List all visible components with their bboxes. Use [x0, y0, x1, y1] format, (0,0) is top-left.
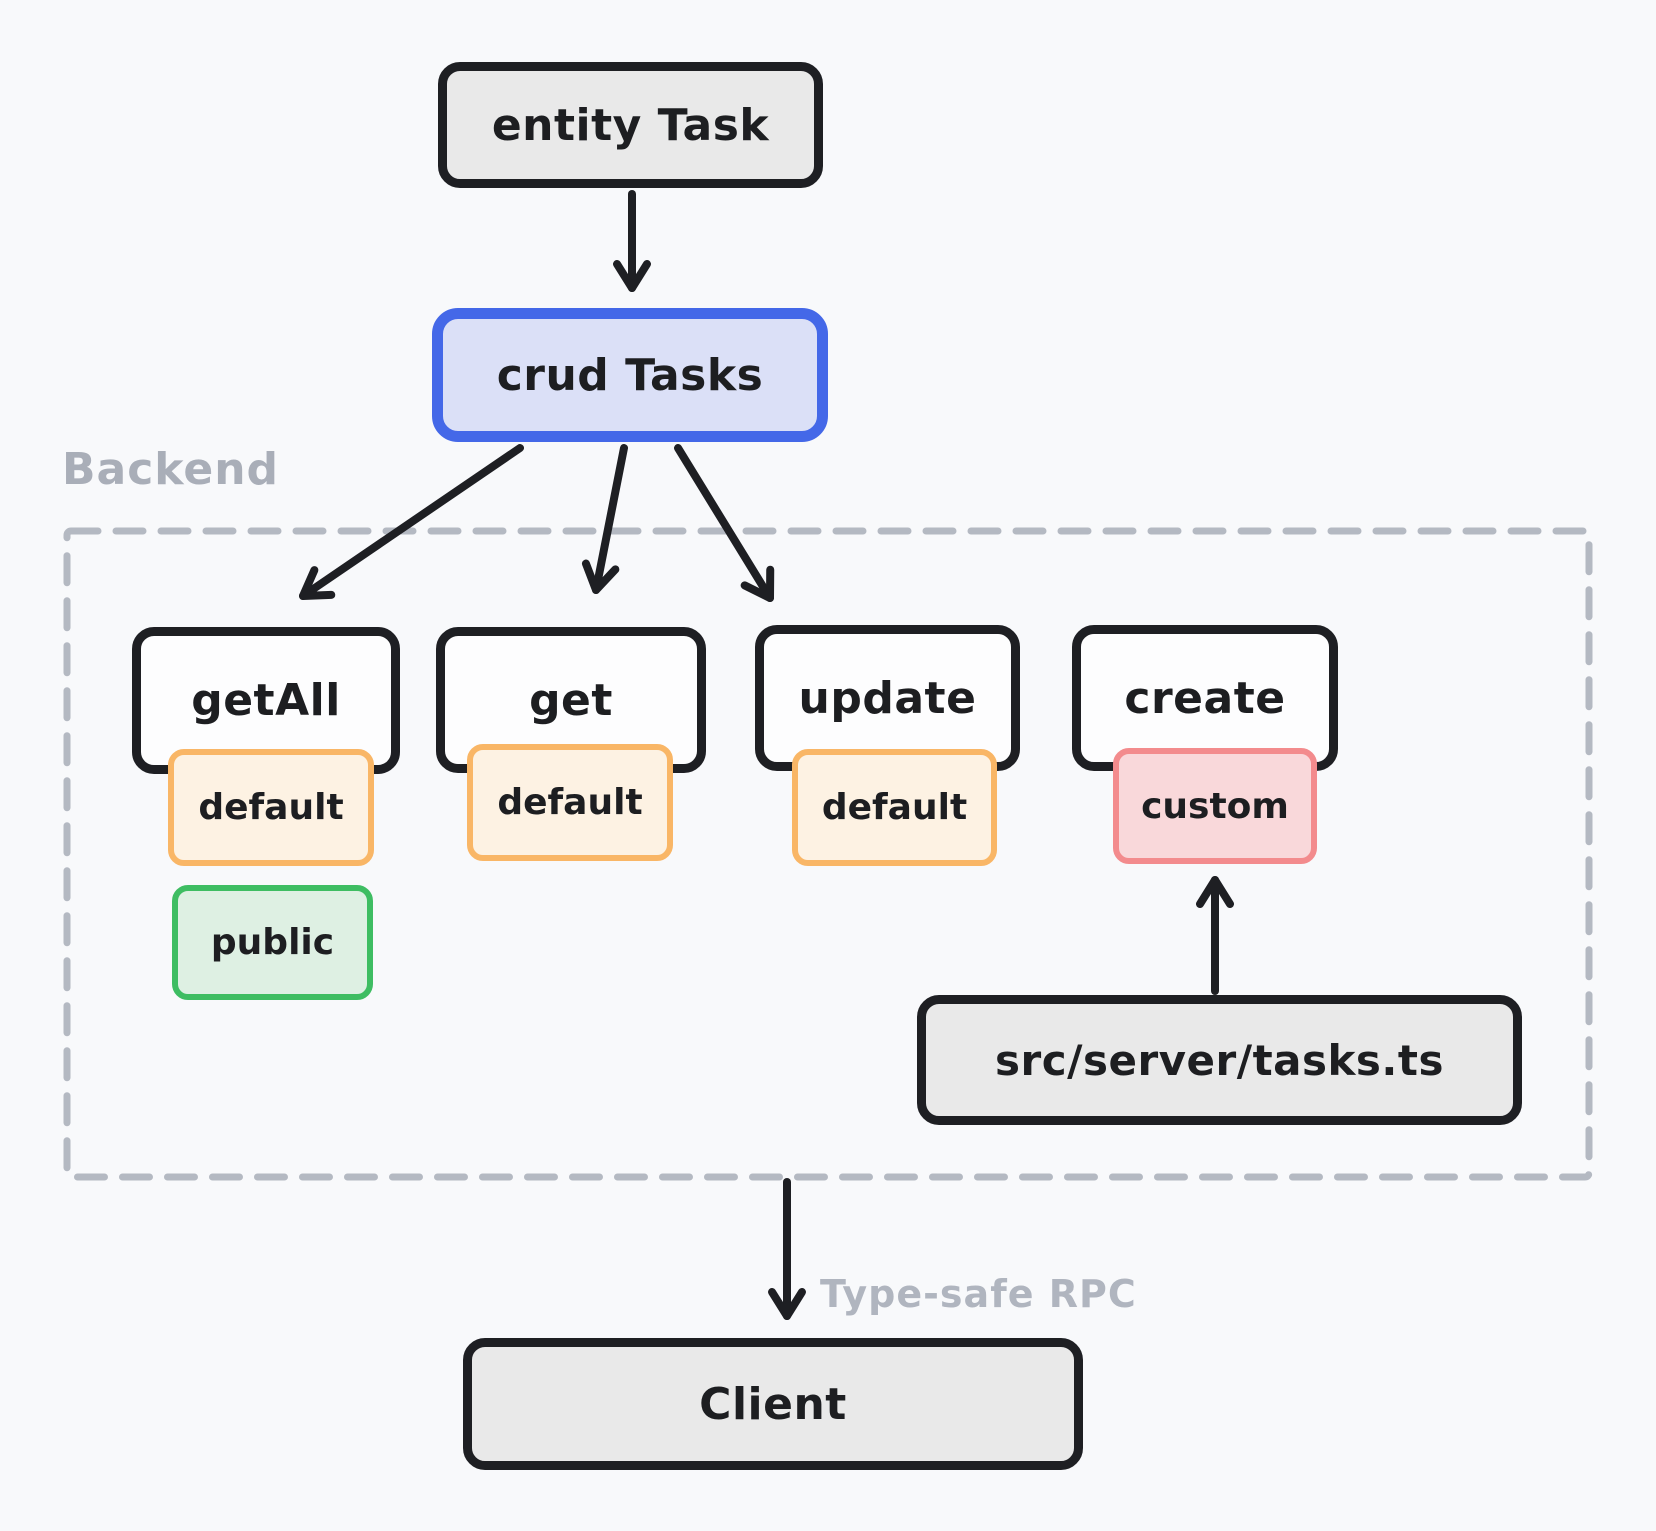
- badge-default-getall-label: default: [198, 787, 344, 828]
- type-safe-rpc-label: Type-safe RPC: [820, 1272, 1137, 1316]
- badge-default-get-label: default: [497, 782, 643, 823]
- node-server-tasks-file: src/server/tasks.ts: [917, 995, 1522, 1125]
- node-server-tasks-file-label: src/server/tasks.ts: [995, 1035, 1444, 1085]
- edge-crud-to-get: [581, 444, 628, 594]
- node-crud-tasks-label: crud Tasks: [496, 349, 764, 401]
- node-entity-task: entity Task: [438, 62, 823, 188]
- node-crud-tasks: crud Tasks: [432, 308, 828, 442]
- badge-custom-create: custom: [1113, 748, 1317, 864]
- badge-default-get: default: [467, 744, 673, 861]
- node-create-label: create: [1124, 672, 1286, 724]
- badge-default-update: default: [792, 749, 997, 866]
- badge-default-update-label: default: [821, 787, 968, 828]
- node-entity-task-label: entity Task: [491, 99, 770, 151]
- node-get-label: get: [529, 674, 613, 726]
- node-update-label: update: [798, 672, 977, 724]
- node-client-label: Client: [699, 1378, 847, 1430]
- node-client: Client: [463, 1338, 1083, 1470]
- node-getall-label: getAll: [191, 675, 341, 726]
- badge-public-getall-label: public: [210, 922, 335, 963]
- backend-group-boundary: [63, 527, 1593, 1181]
- badge-public-getall: public: [172, 885, 373, 1000]
- badge-custom-create-label: custom: [1141, 785, 1289, 827]
- edge-crud-to-update: [674, 444, 775, 602]
- edge-crud-to-getall: [299, 444, 524, 600]
- backend-group-label: Backend: [62, 444, 280, 495]
- badge-default-getall: default: [168, 749, 374, 866]
